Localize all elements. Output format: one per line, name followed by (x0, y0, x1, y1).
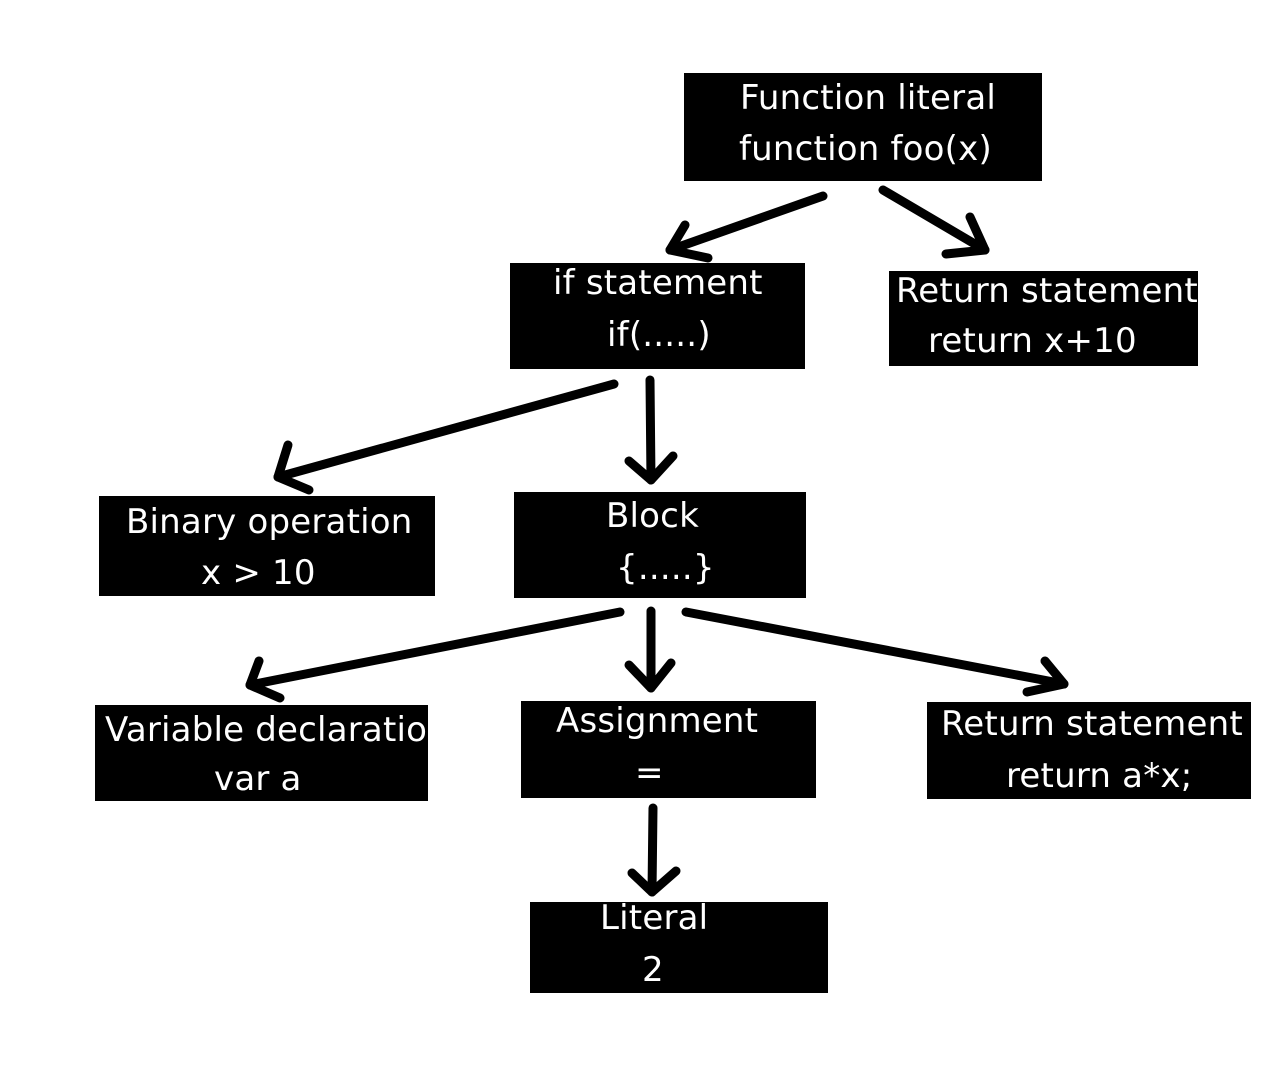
node-block-title: Block (606, 496, 699, 536)
node-return-statement-inner: Return statement return a*x; (927, 702, 1251, 799)
edge-block-to-return-statement (681, 607, 1069, 697)
node-if-statement: if statement if(.....) (510, 263, 805, 369)
edge-block-to-variable-declaration (245, 607, 625, 703)
node-function-literal: Function literal function foo(x) (684, 73, 1042, 181)
node-variable-declaration-detail: var a (214, 759, 302, 799)
node-if-statement-detail: if(.....) (607, 315, 711, 355)
node-literal: Literal 2 (530, 902, 828, 993)
node-variable-declaration: Variable declaration var a (95, 705, 428, 801)
node-return-statement-inner-detail: return a*x; (1006, 756, 1193, 796)
edge-assignment-to-literal (627, 803, 681, 897)
node-assignment: Assignment = (521, 701, 816, 798)
node-block: Block {.....} (514, 492, 806, 598)
node-assignment-title: Assignment (556, 701, 759, 741)
node-assignment-detail: = (635, 753, 664, 793)
edge-block-to-assignment (624, 606, 676, 693)
node-block-detail: {.....} (616, 548, 715, 588)
edge-function-literal-to-if-statement (665, 191, 828, 263)
node-function-literal-detail: function foo(x) (739, 129, 992, 169)
node-literal-title: Literal (600, 902, 709, 938)
node-binary-operation: Binary operation x > 10 (99, 496, 435, 596)
node-return-statement-outer-detail: return x+10 (928, 321, 1137, 361)
node-binary-operation-detail: x > 10 (201, 553, 316, 593)
node-function-literal-title: Function literal (740, 78, 997, 118)
edge-function-literal-to-return-statement (878, 185, 990, 259)
edge-if-statement-to-block (624, 375, 678, 485)
edge-if-statement-to-binary-operation (273, 379, 619, 495)
node-if-statement-title: if statement (553, 263, 763, 303)
node-return-statement-inner-title: Return statement (941, 704, 1243, 744)
node-binary-operation-title: Binary operation (126, 502, 413, 542)
node-variable-declaration-title: Variable declaration (105, 710, 428, 750)
node-return-statement-outer-title: Return statement (896, 271, 1198, 311)
node-return-statement-outer: Return statement return x+10 (889, 271, 1198, 366)
node-literal-detail: 2 (642, 950, 664, 990)
